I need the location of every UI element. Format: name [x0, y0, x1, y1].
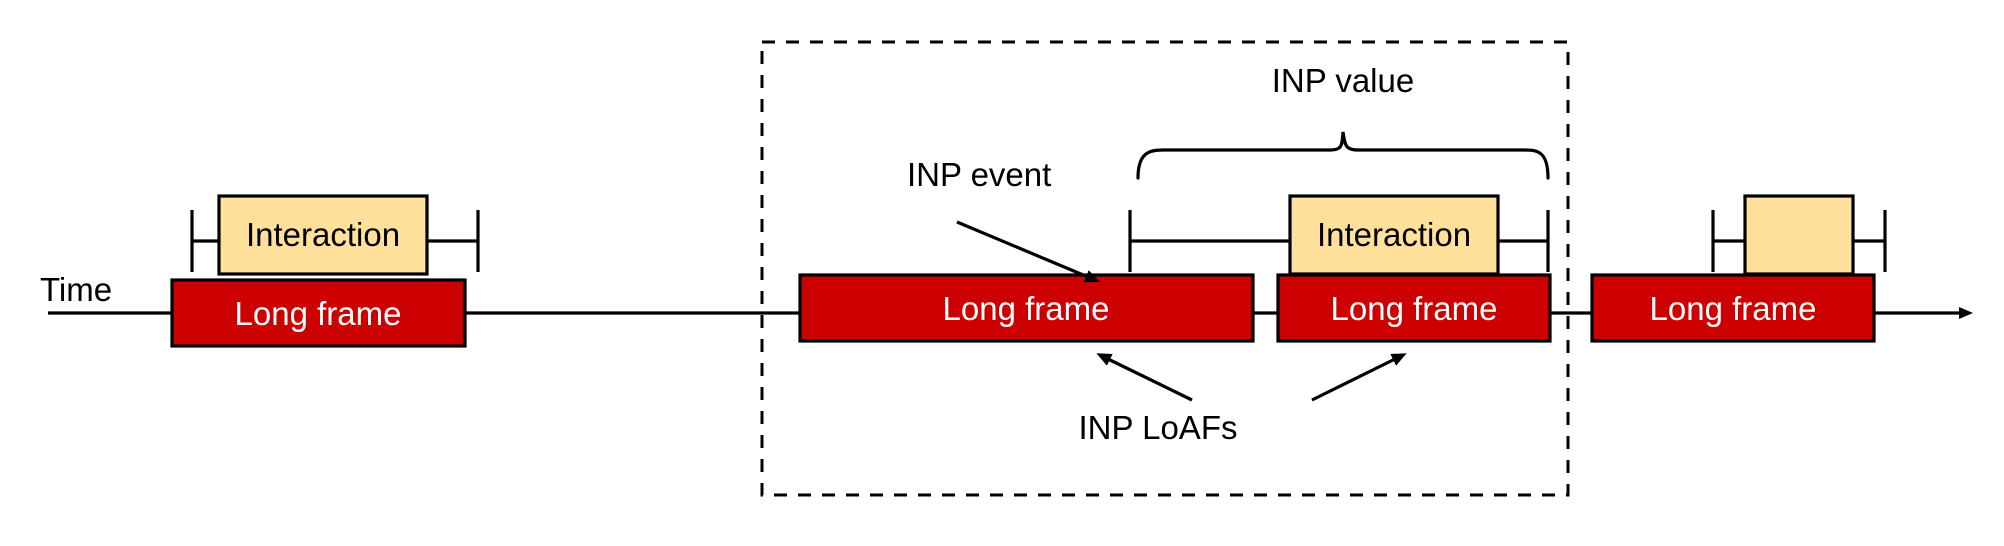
- inp-event-arrow: [956, 220, 1100, 283]
- inp-loafs-arrow-right: [1311, 353, 1407, 402]
- interaction-bracket-3: [1711, 210, 1887, 272]
- long-frame-label: Long frame: [1650, 290, 1817, 327]
- inp-value-label: INP value: [1272, 62, 1414, 99]
- long-frame-4[interactable]: Long frame: [1590, 273, 1876, 343]
- interaction-label: Interaction: [1317, 216, 1471, 253]
- interaction-rect[interactable]: [1743, 194, 1855, 276]
- long-frame-label: Long frame: [235, 295, 402, 332]
- interaction-label: Interaction: [246, 216, 400, 253]
- inp-group-dashed-box: [760, 40, 1570, 497]
- time-axis-label: Time: [40, 271, 112, 308]
- long-frame-label: Long frame: [1331, 290, 1498, 327]
- interaction-box-1[interactable]: Interaction: [217, 194, 429, 276]
- interaction-rect[interactable]: [1288, 194, 1500, 276]
- long-frame-rect[interactable]: [1276, 273, 1552, 343]
- inp-loafs-arrow-left: [1096, 353, 1193, 402]
- interaction-rect[interactable]: [217, 194, 429, 276]
- inp-loafs-label: INP LoAFs: [1079, 409, 1238, 446]
- interaction-box-3[interactable]: [1743, 194, 1855, 276]
- long-frame-label: Long frame: [943, 290, 1110, 327]
- interaction-bracket-2: [1128, 210, 1550, 272]
- inp-value-curly-brace: [1136, 131, 1550, 180]
- inp-event-label: INP event: [907, 156, 1051, 193]
- long-frame-rect[interactable]: [1590, 273, 1876, 343]
- long-frame-3[interactable]: Long frame: [1276, 273, 1552, 343]
- long-frame-rect[interactable]: [798, 273, 1255, 343]
- interaction-box-2[interactable]: Interaction: [1288, 194, 1500, 276]
- long-frame-rect[interactable]: [170, 278, 467, 348]
- interaction-bracket-1: [190, 210, 480, 272]
- long-frame-1[interactable]: Long frame: [170, 278, 467, 348]
- long-frame-2[interactable]: Long frame: [798, 273, 1255, 343]
